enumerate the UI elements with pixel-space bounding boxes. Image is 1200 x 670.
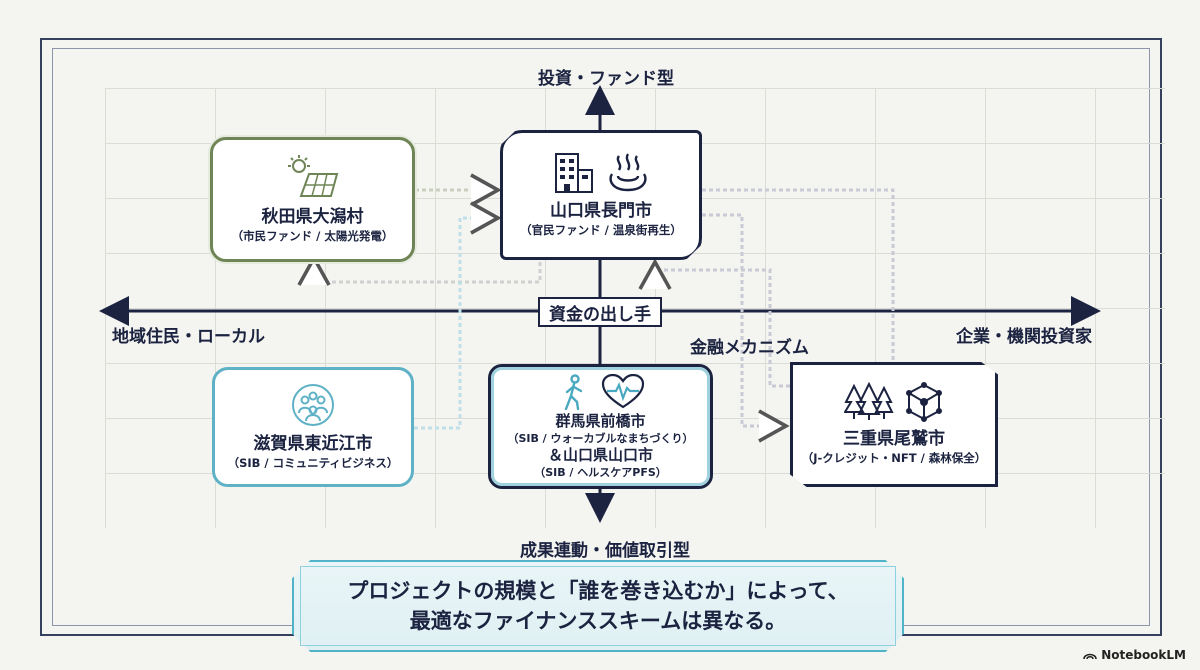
connector-shiga-nagato [414,201,502,430]
axis-top-label: 投資・ファンド型 [538,69,674,89]
heart-pulse-icon [601,373,644,408]
node-akita[interactable]: 秋田県大潟村 （市民ファンド / 太陽光発電） [210,137,415,262]
node-nagato-title: 山口県長門市 [550,200,652,221]
node-shiga-title: 滋賀県東近江市 [253,433,373,454]
node-maebashi-yamaguchi[interactable]: 群馬県前橋市 （SIB / ウォーカブルなまちづくり） ＆山口県山口市 （SIB… [488,364,713,489]
community-icon [292,383,334,426]
conclusion-banner: プロジェクトの規模と「誰を巻き込むか」によって、 最適なファイナンススキームは異… [292,560,904,652]
node-nagato[interactable]: 山口県長門市 （官民ファンド / 温泉街再生） [500,130,702,260]
node-yamaguchi-title: ＆山口県山口市 [547,445,653,464]
node-owase-sub: （J-クレジット・NFT / 森林保全） [801,451,987,465]
notebooklm-logo: NotebookLM [1083,648,1186,662]
node-nagato-sub: （官民ファンド / 温泉街再生） [520,222,682,237]
node-maebashi-sub: （SIB / ウォーカブルなまちづくり） [507,431,694,445]
node-akita-title: 秋田県大潟村 [261,207,364,227]
node-owase-title: 三重県尾鷲市 [843,429,945,449]
notebooklm-logo-icon [1083,653,1097,660]
notebooklm-logo-text: NotebookLM [1101,648,1186,662]
building-icon [555,152,593,193]
blockchain-cube-icon [906,382,942,422]
connector-nagato-owase [702,188,895,362]
connector-nagato-akita [297,254,542,286]
center-axis-label: 資金の出し手 [538,297,662,327]
banner-line-2: 最適なファイナンススキームは異なる。 [409,609,787,633]
node-akita-sub: （市民ファンド / 太陽光発電） [231,229,394,243]
axis-left-label: 地域住民・ローカル [112,327,265,347]
node-shiga[interactable]: 滋賀県東近江市 （SIB / コミュニティビジネス） [212,367,414,487]
mechanism-label: 金融メカニズム [690,338,809,358]
node-shiga-sub: （SIB / コミュニティビジネス） [227,455,399,470]
walking-person-icon [564,373,582,410]
connector-owase-nagato [638,258,790,388]
solar-panel-icon [287,155,338,197]
hot-spring-icon [609,152,647,191]
connector-nagato-owase-mid [702,213,790,443]
node-yamaguchi-sub: （SIB / ヘルスケアPFS） [534,465,667,479]
banner-line-1: プロジェクトの規模と「誰を巻き込むか」によって、 [347,579,849,603]
axis-right-label: 企業・機関投資家 [956,327,1092,347]
forest-icon [844,382,894,420]
node-maebashi-title: 群馬県前橋市 [555,411,646,430]
node-owase[interactable]: 三重県尾鷲市 （J-クレジット・NFT / 森林保全） [790,362,998,487]
axis-bottom-label: 成果連動・価値取引型 [520,541,690,561]
